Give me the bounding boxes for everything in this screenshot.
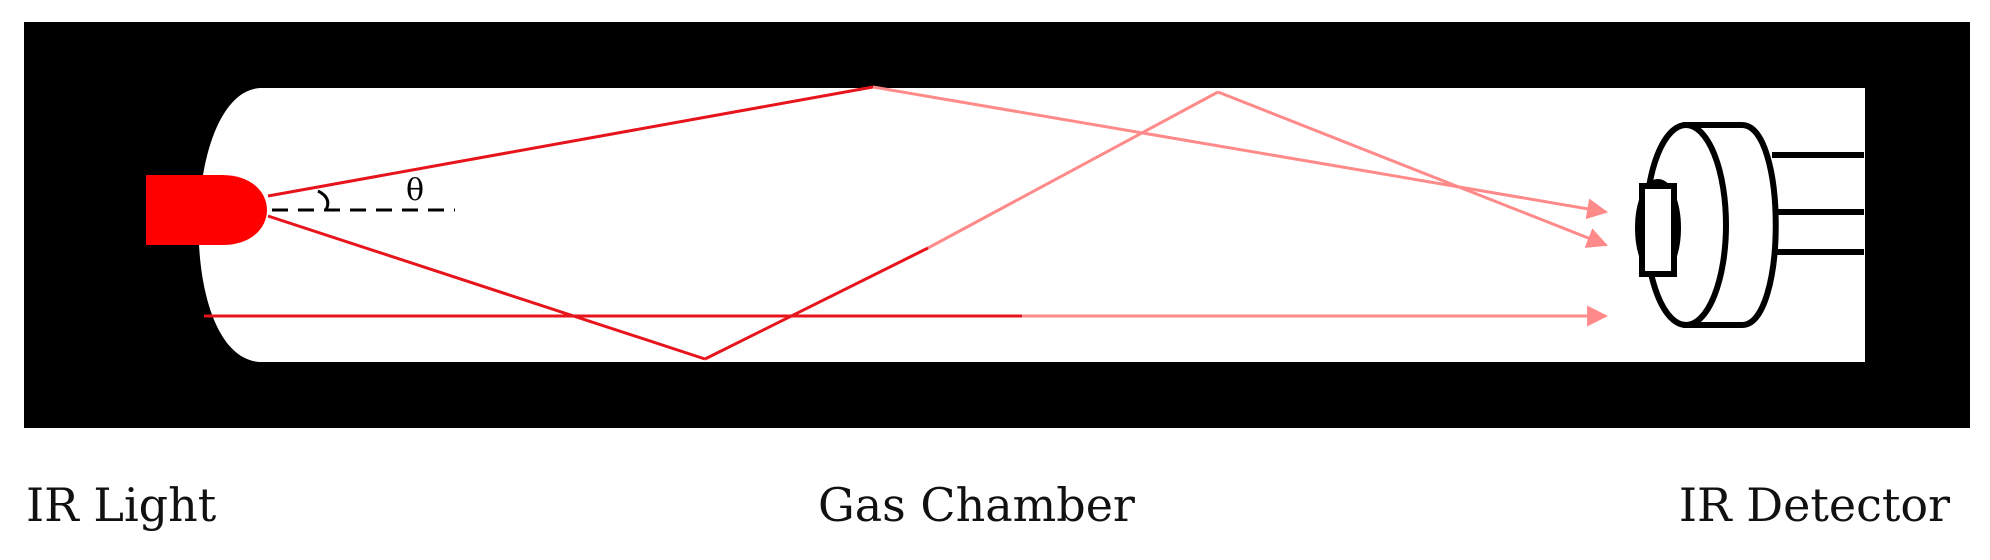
ray-upper-strong xyxy=(267,85,874,198)
ir-light-label: IR Light xyxy=(26,478,217,532)
ray-upper-faded xyxy=(872,85,1609,220)
angle-arc xyxy=(317,189,330,211)
ray-second-bounce-faded xyxy=(1217,90,1608,248)
ray-rising-faded xyxy=(927,90,1219,250)
ir-emitter xyxy=(146,175,267,245)
ir-detector xyxy=(1635,122,1864,328)
ray-lower-strong xyxy=(267,214,706,361)
detector-leads xyxy=(1772,152,1864,255)
ray-rising-strong xyxy=(704,246,929,361)
ir-detector-label: IR Detector xyxy=(1678,478,1950,532)
detector-window-cap xyxy=(1639,183,1677,277)
gas-chamber-label: Gas Chamber xyxy=(818,478,1135,532)
angle-theta-label: θ xyxy=(406,173,424,208)
gas-chamber xyxy=(198,88,1866,362)
